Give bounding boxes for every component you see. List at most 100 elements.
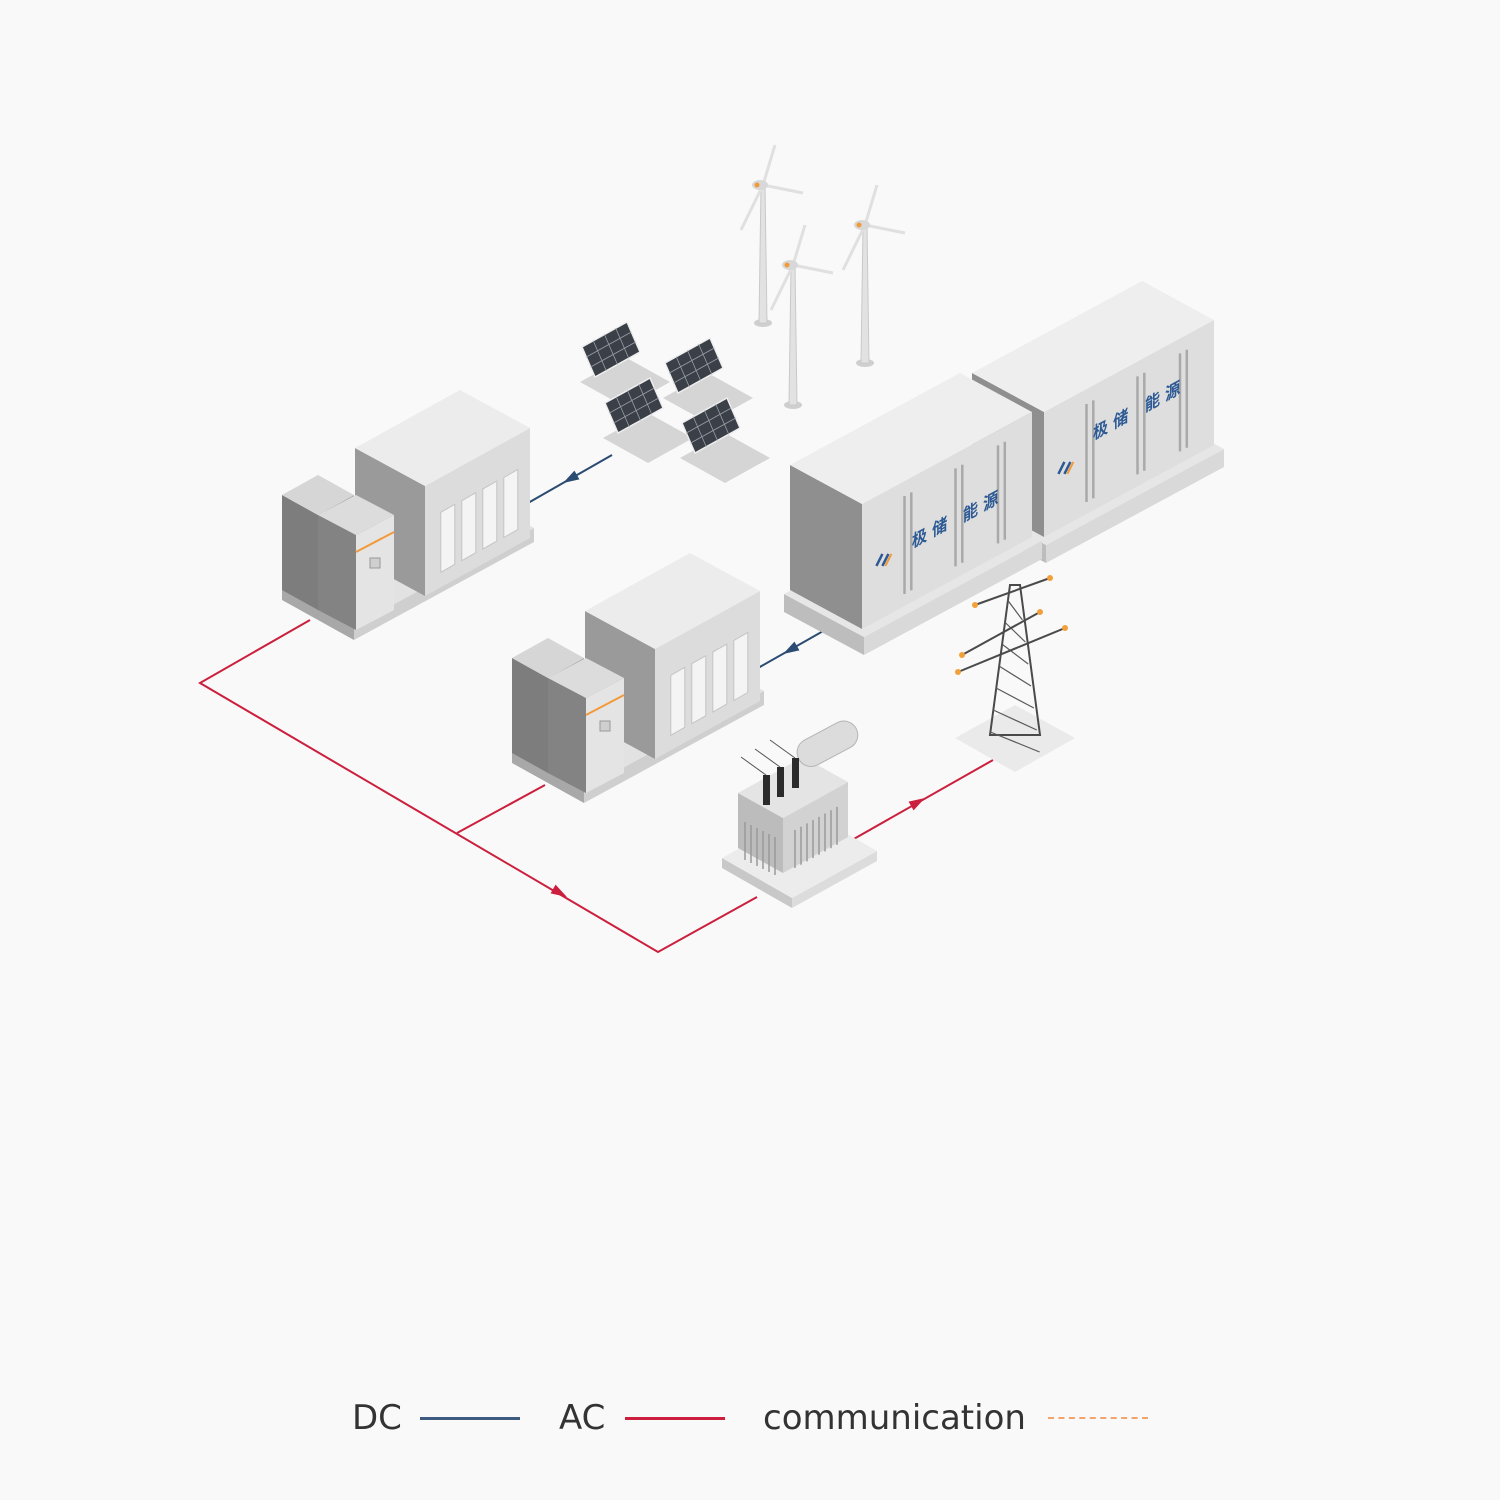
pcs-group-1-unit-b-right-face bbox=[356, 515, 394, 630]
turbine-nacelle bbox=[782, 260, 798, 270]
solar-grid-line bbox=[690, 417, 736, 444]
bushing-icon bbox=[763, 775, 770, 805]
pcs-cabinet-group-1 bbox=[282, 390, 534, 640]
wind-turbines bbox=[739, 144, 906, 409]
bushing-icon bbox=[792, 758, 799, 788]
conservator-tank bbox=[796, 720, 859, 767]
legend-dc-label: DC bbox=[352, 1398, 402, 1438]
pcs-group-1-unit-b-top-face bbox=[318, 495, 394, 535]
pcs-group-2-vent-panel bbox=[733, 631, 749, 702]
pcs-group-2-unit-b-top-face bbox=[548, 658, 624, 698]
solar-grid-line bbox=[592, 340, 607, 371]
pcs-group-2-unit-b-right-face bbox=[586, 678, 624, 793]
solar-grid-line bbox=[590, 341, 636, 368]
pcs-group-1-vent-panel bbox=[461, 491, 477, 562]
legend-dc-line bbox=[420, 1417, 520, 1420]
turbine-light bbox=[856, 222, 862, 228]
pcs-group-2-unit-a-left-face bbox=[512, 658, 548, 773]
bushing-icon bbox=[777, 767, 784, 797]
tower-brace bbox=[1007, 599, 1023, 621]
turbine-light bbox=[754, 182, 760, 188]
power-lines bbox=[198, 454, 994, 954]
solar-grid-line bbox=[609, 387, 655, 414]
pcs-group-1-unit-a-left-face bbox=[282, 495, 318, 610]
ac-line-branch bbox=[456, 784, 546, 834]
pcs-group-2-unit-b-left-face bbox=[548, 678, 586, 793]
turbine-blade bbox=[792, 263, 834, 275]
storage-container-2-logo-icon bbox=[1057, 461, 1072, 475]
solar-grid-line bbox=[715, 404, 730, 435]
legend-ac-label: AC bbox=[559, 1398, 606, 1438]
legend-ac-line bbox=[625, 1417, 725, 1420]
legend-communication-line bbox=[1048, 1417, 1148, 1419]
storage-container-1-top-face bbox=[790, 373, 1032, 504]
pcs-group-1-vent-panel bbox=[503, 468, 519, 539]
turbine-nacelle bbox=[854, 220, 870, 230]
storage-container-1-base-left-face bbox=[784, 594, 864, 655]
solar-grid-line bbox=[586, 331, 632, 358]
turbine-tower bbox=[788, 264, 798, 406]
storage-container-1-logo-accent bbox=[884, 553, 893, 567]
pcs-group-1-accent-stripe bbox=[355, 531, 395, 553]
transformer bbox=[722, 720, 877, 908]
solar-grid-line bbox=[613, 397, 659, 424]
turbine-blade bbox=[769, 264, 795, 311]
transformer-base-left-face bbox=[722, 858, 792, 908]
solar-panels bbox=[580, 320, 770, 483]
flow-arrow-icon bbox=[550, 884, 567, 897]
tower-body bbox=[988, 584, 1042, 736]
transformer-base-right-face bbox=[792, 851, 877, 908]
tower-crossarm bbox=[974, 577, 1051, 606]
insulator-icon bbox=[1047, 575, 1053, 581]
transmission-tower bbox=[955, 575, 1075, 772]
turbine-blade bbox=[761, 144, 777, 186]
transformer-body-right-face bbox=[783, 782, 848, 873]
pcs-group-2-vent-panel bbox=[691, 654, 707, 725]
turbine-blade bbox=[864, 223, 906, 235]
flow-arrow-icon bbox=[908, 798, 925, 811]
solar-grid-line bbox=[698, 344, 713, 375]
bushing-lead bbox=[769, 739, 796, 759]
turbine-blade bbox=[739, 184, 765, 231]
solar-grid-line bbox=[675, 356, 690, 387]
solar-grid-line bbox=[638, 384, 653, 415]
flow-arrow-icon bbox=[563, 470, 580, 483]
solar-grid-line bbox=[686, 407, 732, 434]
insulator-icon bbox=[955, 669, 961, 675]
solar-grid-line bbox=[704, 410, 718, 441]
storage-container-2-base-right-face bbox=[1046, 449, 1224, 563]
turbine-nacelle bbox=[752, 180, 768, 190]
turbine-blade bbox=[762, 183, 804, 195]
solar-grid-line bbox=[627, 390, 641, 421]
tower-brace bbox=[998, 665, 1032, 687]
pcs-group-2-display-icon bbox=[599, 720, 611, 732]
solar-grid-line bbox=[692, 416, 707, 447]
storage-container-2-top-face bbox=[972, 281, 1214, 412]
transformer-body-left-face bbox=[738, 793, 783, 873]
storage-container-1-logo-icon bbox=[875, 553, 890, 567]
pcs-group-1-display-icon bbox=[369, 557, 381, 569]
pcs-group-1-unit-a-top-face bbox=[282, 475, 354, 515]
turbine-tower bbox=[758, 184, 768, 324]
turbine-tower bbox=[860, 224, 870, 364]
tower-brace bbox=[1001, 643, 1029, 665]
turbine-blade bbox=[841, 224, 867, 271]
insulator-icon bbox=[959, 652, 965, 658]
solar-grid-line bbox=[673, 357, 719, 384]
pcs-group-1-cabinet-top-face bbox=[355, 390, 530, 486]
turbine-blade bbox=[791, 224, 807, 266]
solar-grid-line bbox=[615, 396, 630, 427]
tower-brace bbox=[995, 687, 1035, 709]
tower-crossarm bbox=[961, 611, 1041, 656]
tower-crossarm bbox=[957, 627, 1066, 673]
tower-brace bbox=[992, 709, 1038, 731]
ac-line-main bbox=[198, 619, 758, 954]
pcs-group-2-cabinet-top-face bbox=[585, 553, 760, 649]
legend-communication-label: communication bbox=[763, 1398, 1026, 1438]
storage-container-1 bbox=[784, 373, 1042, 655]
pcs-cabinet-group-2 bbox=[512, 553, 764, 803]
solar-grid-line bbox=[604, 334, 618, 365]
solar-grid-line bbox=[669, 347, 715, 374]
pcs-group-2-vent-panel bbox=[670, 666, 686, 737]
